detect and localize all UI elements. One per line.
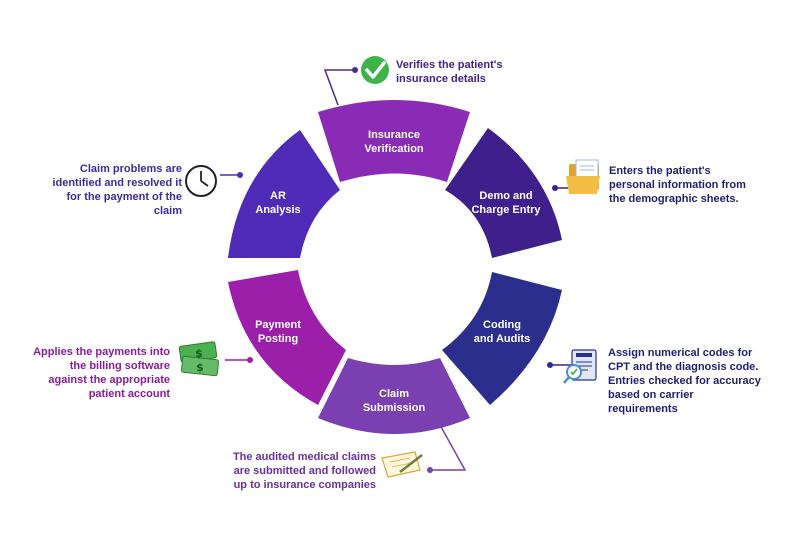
checkmark-icon	[361, 56, 389, 84]
segment-coding	[442, 272, 562, 405]
label-demo-charge-entry: Demo and Charge Entry	[471, 190, 541, 216]
desc-coding-audits: Assign numerical codes for CPT and the d…	[608, 347, 761, 415]
label-ar-analysis: AR Analysis	[255, 190, 301, 216]
folder-icon	[566, 159, 600, 194]
audit-document-icon	[563, 349, 597, 384]
pen-paper-icon	[381, 451, 423, 478]
label-insurance-verification: Insurance Verification	[364, 129, 424, 155]
clock-icon	[185, 165, 217, 197]
segment-insurance	[318, 100, 470, 182]
desc-demo-charge-entry: Enters the patient's personal informatio…	[609, 165, 746, 205]
connector-claim	[430, 424, 467, 471]
svg-text:$: $	[196, 361, 204, 374]
desc-payment-posting: Applies the payments into the billing so…	[33, 346, 170, 400]
label-coding-audits: Coding and Audits	[473, 319, 531, 345]
segment-ar	[228, 130, 340, 258]
label-claim-submission: Claim Submission	[362, 388, 426, 414]
desc-ar-analysis: Claim problems are identified and resolv…	[52, 163, 182, 217]
segment-payment	[228, 270, 346, 405]
desc-claim-submission: The audited medical claims are submitted…	[232, 451, 376, 491]
segment-claim	[318, 358, 470, 434]
money-icon: $ $	[178, 341, 220, 377]
segment-demo	[445, 128, 562, 258]
svg-text:$: $	[195, 347, 203, 360]
desc-insurance-verification: Verifies the patient's insurance details	[396, 59, 503, 85]
label-payment-posting: Payment Posting	[255, 319, 301, 345]
connector-insurance	[323, 69, 355, 106]
